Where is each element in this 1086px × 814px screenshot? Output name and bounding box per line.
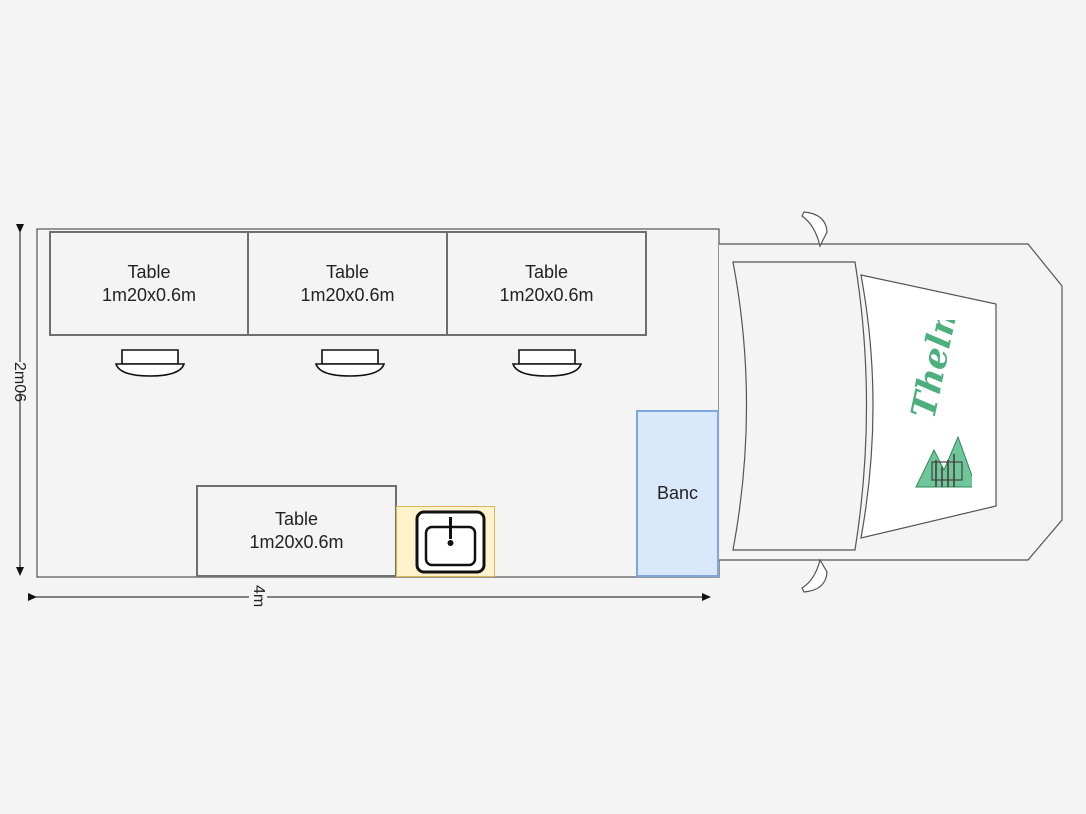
table-4-label: Table 1m20x0.6m bbox=[249, 508, 343, 554]
table-3-label: Table 1m20x0.6m bbox=[499, 261, 593, 307]
bench: Banc bbox=[636, 410, 719, 577]
chair-icon bbox=[114, 349, 186, 377]
brand-name: Thelma bbox=[904, 320, 972, 422]
logo-mark bbox=[915, 435, 972, 488]
table-1-size: 1m20x0.6m bbox=[101, 284, 197, 305]
table-2-title: Table bbox=[325, 261, 369, 282]
table-2-size: 1m20x0.6m bbox=[300, 284, 395, 305]
chair-icon bbox=[314, 349, 386, 377]
table-1: Table 1m20x0.6m bbox=[49, 231, 249, 336]
truck-cab bbox=[719, 211, 1063, 593]
chair-icon bbox=[511, 349, 583, 377]
dimension-length-label: 4m bbox=[249, 585, 267, 608]
table-4-title: Table bbox=[274, 509, 318, 529]
table-3-size: 1m20x0.6m bbox=[499, 284, 594, 305]
dimension-width-label: 2m06 bbox=[10, 362, 28, 403]
table-1-title: Table bbox=[127, 261, 171, 282]
table-4: Table 1m20x0.6m bbox=[196, 485, 397, 577]
sink bbox=[396, 506, 495, 577]
bench-label: Banc bbox=[656, 483, 699, 503]
table-2-label: Table 1m20x0.6m bbox=[300, 261, 394, 307]
table-4-size: 1m20x0.6m bbox=[249, 532, 344, 552]
table-3: Table 1m20x0.6m bbox=[446, 231, 647, 336]
table-1-label: Table 1m20x0.6m bbox=[102, 261, 196, 307]
sink-icon bbox=[415, 510, 486, 574]
table-3-title: Table bbox=[524, 261, 568, 282]
table-2: Table 1m20x0.6m bbox=[247, 231, 448, 336]
thelma-logo: Thelma bbox=[892, 320, 972, 488]
